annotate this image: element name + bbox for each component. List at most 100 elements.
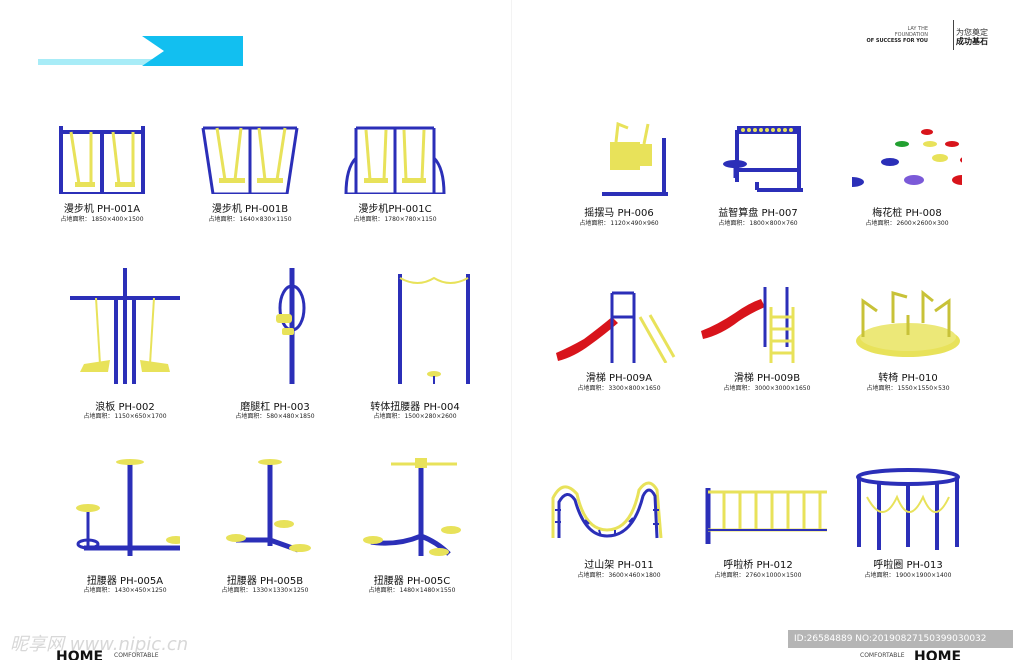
product-spec: 占地面积：1430×450×1250 [83,587,167,594]
elliptical-walker-image [59,126,145,194]
brand-en-line2: FOUNDATION [894,32,928,38]
product-card-ph010: 转椅 PH-010 占地面积：1550×1550×530 [833,287,983,405]
product-dims: 1640×830×1150 [239,216,292,223]
product-dims: 1800×800×760 [749,220,798,227]
product-card-ph001c: 漫步机PH-001C 占地面积：1780×780×1150 [320,118,470,236]
product-spec: 占地面积：580×480×1850 [235,413,315,420]
product-name: 漫步机 PH-001A [63,204,141,215]
watermark-text: 昵享网 www.nipic.cn [10,634,189,655]
product-spec: 占地面积：3000×3000×1650 [723,385,811,392]
page-divider [511,0,512,660]
product-name: 呼啦圈 PH-013 [873,560,943,571]
brand-en-line3: OF SUCCESS FOR YOU [866,38,928,44]
product-spec: 占地面积：1800×800×760 [718,220,798,227]
product-card-ph006: 摇摆马 PH-006 占地面积：1120×490×960 [544,122,694,240]
surfboard-swing-image [70,268,180,384]
footer-home-left: HOME [56,649,104,660]
footer-comfortable-left: COMFORTABLE [114,652,159,659]
product-card-ph001a: 漫步机 PH-001A 占地面积：1850×400×1500 [27,118,177,236]
product-dims: 1120×490×960 [610,220,659,227]
footer-home-right: HOME [914,649,962,660]
product-dims: 3300×800×1650 [608,385,661,392]
slide-with-ladder-image [556,291,676,363]
product-card-ph007: 益智算盘 PH-007 占地面积：1800×800×760 [683,122,833,240]
product-dims: 3600×460×1800 [608,572,661,579]
waist-twister-handlebar-image [363,458,461,556]
slide-with-tower-image [701,287,795,363]
product-card-ph001b: 漫步机 PH-001B 占地面积：1640×830×1150 [175,118,325,236]
image-id-badge: ID:26584889 NO:20190827150399030032 [788,630,1013,648]
product-spec: 占地面积：1330×1330×1250 [221,587,309,594]
product-dims: 1500×280×2600 [404,413,457,420]
product-name: 过山架 PH-011 [584,560,654,571]
product-card-ph004: 转体扭腰器 PH-004 占地面积：1500×280×2600 [340,268,490,420]
product-dims: 1550×1550×530 [897,385,950,392]
product-spec: 占地面积：3600×460×1800 [577,572,661,579]
hula-ring-image [856,468,960,550]
product-dims: 1150×650×1700 [114,413,167,420]
product-spec: 占地面积：1120×490×960 [579,220,659,227]
product-dims: 1430×450×1250 [114,587,167,594]
product-spec: 占地面积：1150×650×1700 [83,413,167,420]
product-card-ph012: 呼啦桥 PH-012 占地面积：2760×1000×1500 [683,474,833,592]
product-card-ph009a: 滑梯 PH-009A 占地面积：3300×800×1650 [544,287,694,405]
accent-stripe [38,59,158,65]
brand-cn-line2: 成功基石 [956,37,988,46]
product-name: 呼啦桥 PH-012 [723,560,793,571]
product-card-ph011: 过山架 PH-011 占地面积：3600×460×1800 [544,474,694,592]
leg-massager-image [276,268,306,384]
product-spec: 占地面积：2600×2600×300 [865,220,949,227]
product-card-ph009b: 滑梯 PH-009B 占地面积：3000×3000×1650 [692,287,842,405]
product-dims: 580×480×1850 [266,413,315,420]
product-name: 漫步机 PH-001B [211,204,289,215]
merry-go-round-image [856,289,960,357]
product-name: 转体扭腰器 PH-004 [370,402,460,413]
product-name: 梅花桩 PH-008 [872,208,942,219]
product-name: 浪板 PH-002 [95,402,155,413]
product-name: 扭腰器 PH-005C [373,576,451,587]
stepping-stones-image [852,129,962,187]
product-spec: 占地面积：2760×1000×1500 [714,572,802,579]
product-dims: 2760×1000×1500 [745,572,802,579]
product-card-ph003: 磨腿杠 PH-003 占地面积：580×480×1850 [200,268,350,420]
product-card-ph005c: 扭腰器 PH-005C 占地面积：1480×1480×1550 [337,456,487,594]
product-spec: 占地面积：1550×1550×530 [866,385,950,392]
product-name: 摇摆马 PH-006 [584,208,654,219]
product-spec: 占地面积：1480×1480×1550 [368,587,456,594]
accent-arrow-banner [142,36,243,66]
product-name: 磨腿杠 PH-003 [240,402,310,413]
product-card-ph013: 呼啦圈 PH-013 占地面积：1900×1900×1400 [833,468,983,592]
product-dims: 2600×2600×300 [896,220,949,227]
product-card-ph005b: 扭腰器 PH-005B 占地面积：1330×1330×1250 [190,456,340,594]
product-card-ph008: 梅花桩 PH-008 占地面积：2600×2600×300 [832,122,982,240]
product-card-ph002: 浪板 PH-002 占地面积：1150×650×1700 [50,268,200,420]
rocking-horse-image [602,122,668,196]
footer-comfortable-right: COMFORTABLE [860,652,905,659]
product-dims: 3000×3000×1650 [754,385,811,392]
product-name: 转椅 PH-010 [878,373,938,384]
roller-arch-image [551,481,663,539]
product-spec: 占地面积：1640×830×1150 [208,216,292,223]
product-name: 扭腰器 PH-005A [86,576,164,587]
product-name: 扭腰器 PH-005B [226,576,304,587]
product-dims: 1900×1900×1400 [895,572,952,579]
double-walker-image [201,126,299,194]
product-name: 滑梯 PH-009A [585,373,653,384]
waist-twister-frame-image [398,274,470,384]
product-dims: 1330×1330×1250 [252,587,309,594]
product-spec: 占地面积：1900×1900×1400 [864,572,952,579]
product-card-ph005a: 扭腰器 PH-005A 占地面积：1430×450×1250 [50,456,200,594]
product-spec: 占地面积：1850×400×1500 [60,216,144,223]
brand-slogan: LAY THE FOUNDATION OF SUCCESS FOR YOU 为您… [866,20,990,52]
brand-cn-line1: 为您奠定 [956,28,988,37]
product-spec: 占地面积：1780×780×1150 [353,216,437,223]
walker-with-handrails-image [344,126,446,194]
brand-separator [953,20,954,50]
product-spec: 占地面积：1500×280×2600 [373,413,457,420]
product-name: 益智算盘 PH-007 [718,208,798,219]
waist-twister-three-seat-image [76,459,180,556]
abacus-table-image [723,126,803,192]
product-name: 漫步机PH-001C [358,204,432,215]
product-dims: 1480×1480×1550 [399,587,456,594]
brand-en-line1: LAY THE [907,26,928,32]
